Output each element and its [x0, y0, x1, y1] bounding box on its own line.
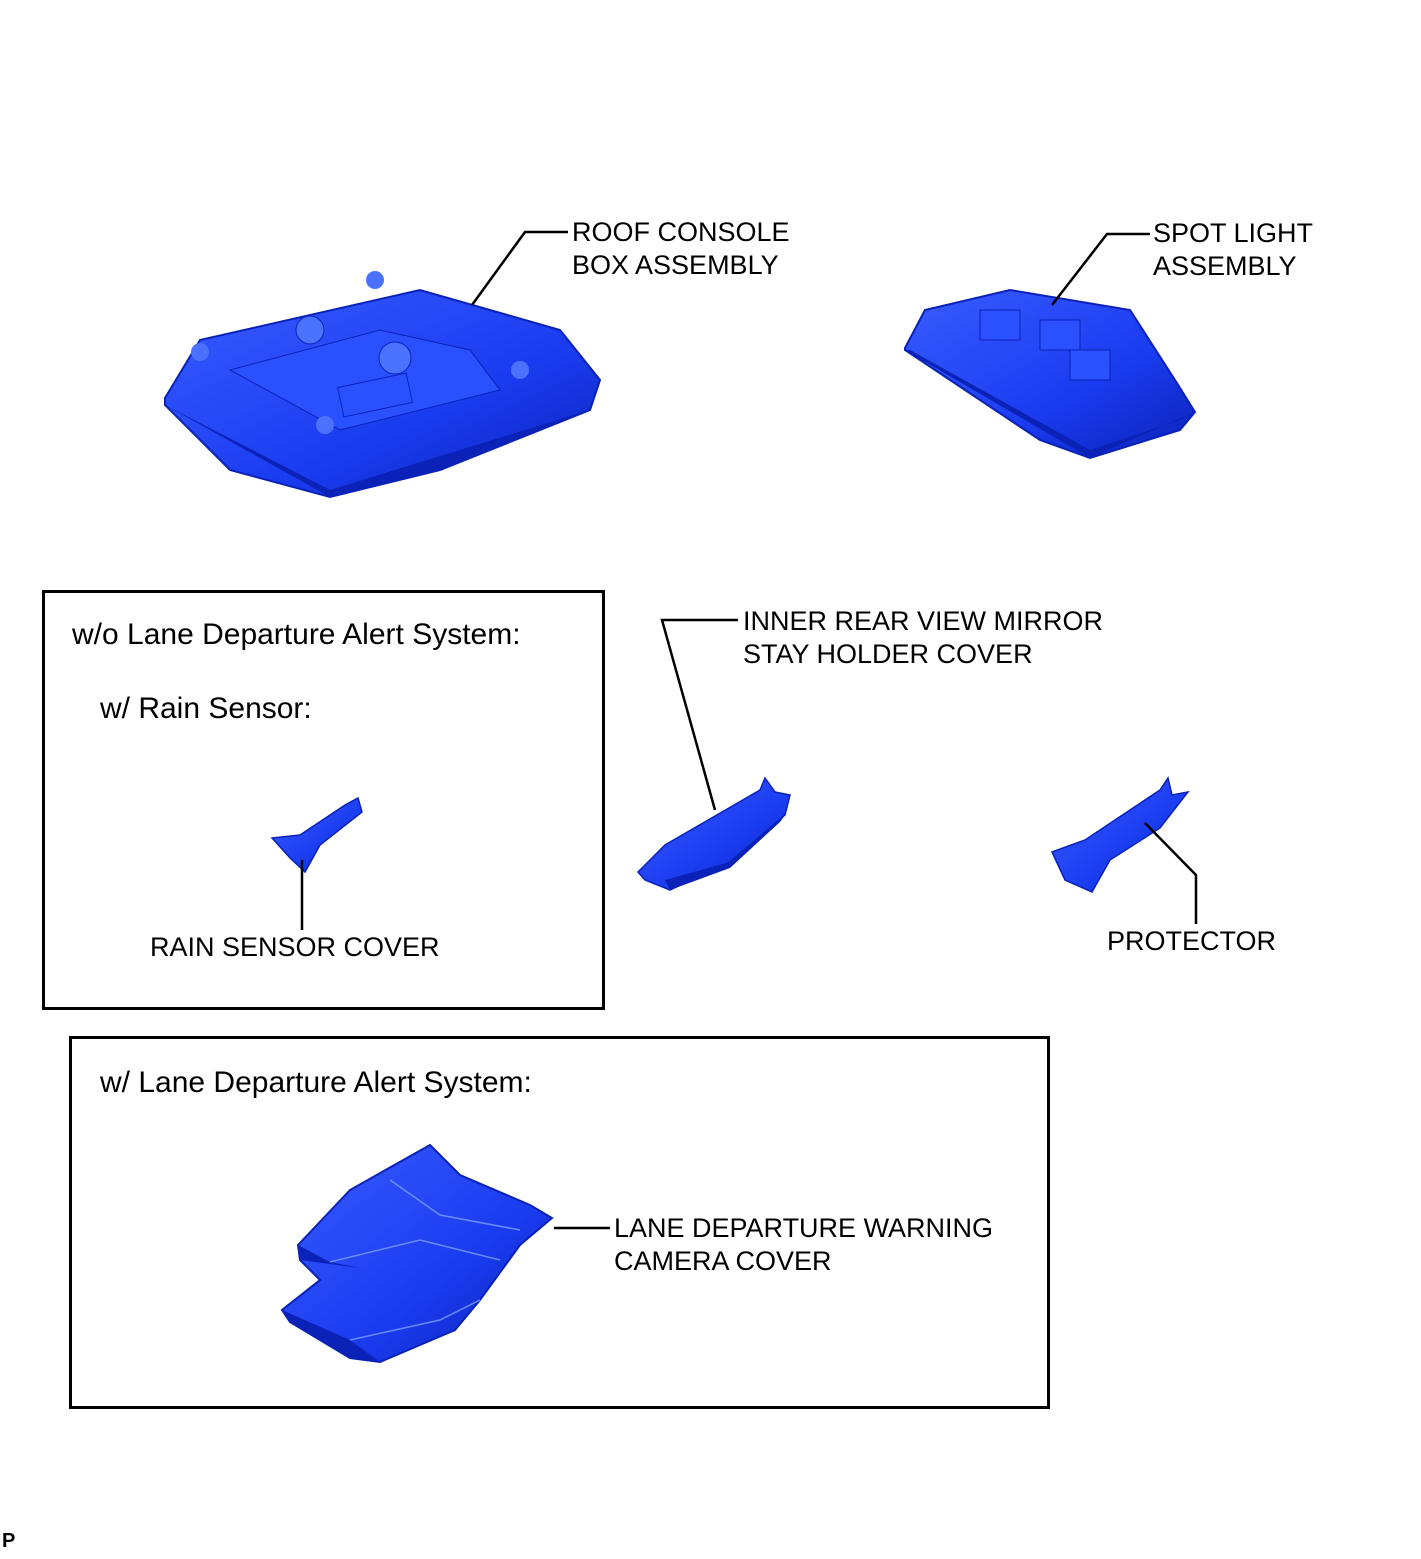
camera-cover-label-line1: LANE DEPARTURE WARNING — [614, 1213, 994, 1243]
roof-console-label-line1: ROOF CONSOLE — [572, 217, 790, 247]
roof-console-label: ROOF CONSOLE BOX ASSEMBLY — [572, 216, 790, 282]
camera-cover-part — [280, 1143, 554, 1364]
mirror-cover-label-line2: STAY HOLDER COVER — [743, 639, 1033, 669]
mirror-stay-holder-cover-part — [636, 776, 791, 891]
rain-sensor-cover-part — [270, 796, 363, 874]
camera-cover-label-line2: CAMERA COVER — [614, 1246, 832, 1276]
spot-light-part — [904, 288, 1197, 460]
protector-label: PROTECTOR — [1107, 925, 1276, 958]
camera-cover-label: LANE DEPARTURE WARNING CAMERA COVER — [614, 1212, 993, 1278]
with-lda-title: w/ Lane Departure Alert System: — [100, 1066, 532, 1099]
roof-console-box-part — [164, 271, 602, 499]
roof-console-label-line2: BOX ASSEMBLY — [572, 250, 779, 280]
mirror-cover-label-line1: INNER REAR VIEW MIRROR — [743, 606, 1104, 636]
without-lda-title: w/o Lane Departure Alert System: — [72, 618, 521, 651]
rain-sensor-cover-label: RAIN SENSOR COVER — [150, 931, 440, 964]
without-lda-box — [42, 590, 605, 1010]
spot-light-label-line1: SPOT LIGHT — [1153, 218, 1314, 248]
footer-code: P — [2, 1530, 16, 1552]
with-lda-box — [69, 1036, 1050, 1409]
spot-light-label-line2: ASSEMBLY — [1153, 251, 1297, 281]
rain-sensor-subtitle: w/ Rain Sensor: — [100, 692, 312, 725]
leader-lines — [300, 230, 1198, 1230]
protector-part — [1050, 776, 1190, 893]
rain-sensor-cover-label-text: RAIN SENSOR COVER — [150, 932, 440, 962]
mirror-cover-label: INNER REAR VIEW MIRROR STAY HOLDER COVER — [743, 605, 1103, 671]
protector-label-text: PROTECTOR — [1107, 926, 1277, 956]
spot-light-label: SPOT LIGHT ASSEMBLY — [1153, 217, 1313, 283]
